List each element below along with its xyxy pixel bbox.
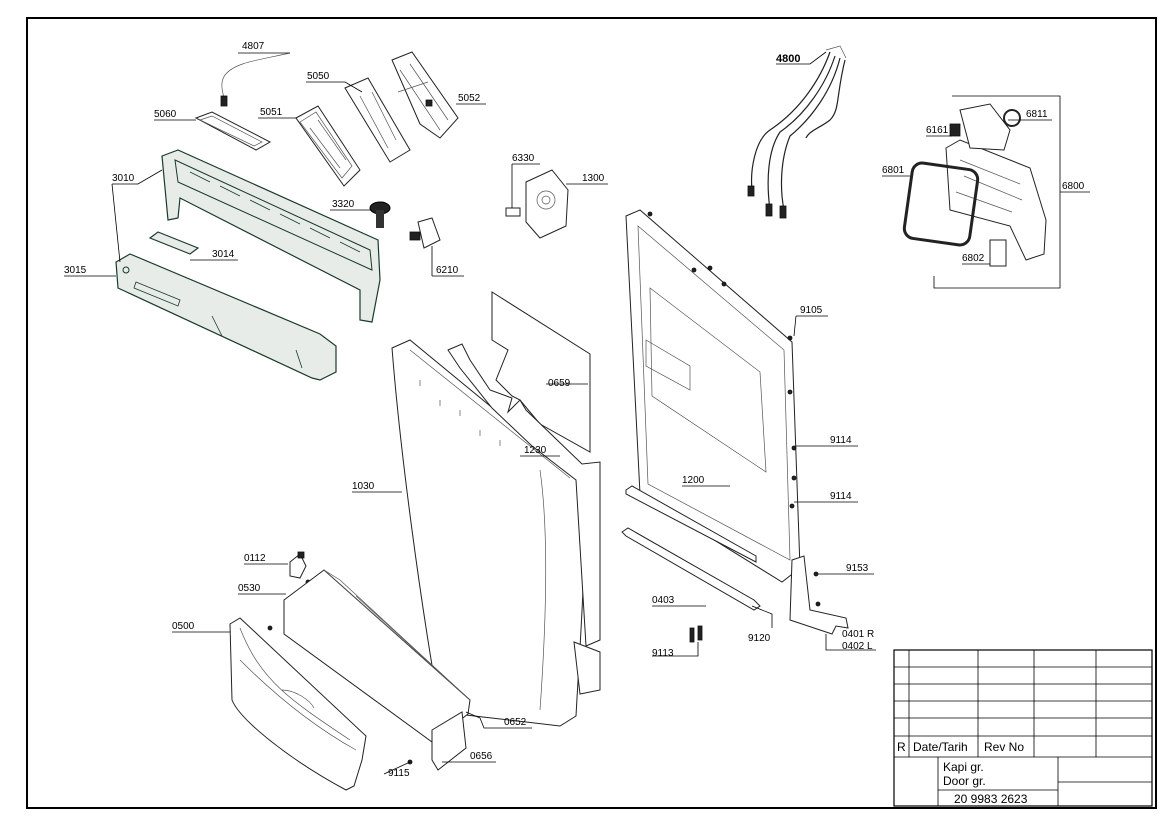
label-0530: 0530 — [238, 583, 261, 594]
label-3010: 3010 — [112, 173, 135, 184]
label-3320: 3320 — [332, 199, 355, 210]
screw-group — [267, 211, 821, 765]
leader-lines — [64, 51, 1090, 775]
title-date-label: Date/Tarih — [913, 740, 968, 754]
label-9114a: 9114 — [830, 435, 852, 446]
label-4807: 4807 — [242, 41, 265, 52]
label-6330: 6330 — [512, 153, 535, 164]
label-9153: 9153 — [846, 563, 869, 574]
part-5052-bracket — [391, 51, 459, 139]
part-5050-board — [344, 77, 411, 163]
part-1300-dispenser — [525, 169, 569, 239]
part-0403-seal — [621, 527, 761, 611]
title-name-en: Door gr. — [943, 774, 986, 788]
label-9114b: 9114 — [830, 491, 852, 502]
part-6800-detergent-unit — [902, 103, 1047, 267]
title-rev-label: Rev No — [984, 740, 1024, 754]
label-6161: 6161 — [926, 125, 949, 136]
label-9113: 9113 — [652, 648, 674, 659]
part-0530-box — [283, 569, 471, 771]
label-3014: 3014 — [212, 249, 235, 260]
part-5051-module — [295, 105, 361, 187]
part-9120-strip — [625, 485, 757, 563]
label-0500: 0500 — [172, 621, 195, 632]
part-3010-control-frame — [161, 149, 381, 323]
part-0652-strip — [355, 595, 471, 701]
label-1200: 1200 — [682, 475, 705, 486]
label-6801: 6801 — [882, 165, 905, 176]
label-0652: 0652 — [504, 717, 527, 728]
part-3320-knob — [369, 201, 391, 228]
label-1030: 1030 — [352, 481, 375, 492]
label-1300: 1300 — [582, 173, 605, 184]
label-1230: 1230 — [524, 445, 547, 456]
title-name-tr: Kapi gr. — [943, 760, 984, 774]
label-9105: 9105 — [800, 305, 823, 316]
label-4800: 4800 — [776, 53, 800, 65]
part-4800-harness — [747, 45, 847, 219]
label-6210: 6210 — [436, 265, 459, 276]
part-1200-inner-door — [625, 209, 801, 583]
label-0402: 0402 L — [842, 641, 873, 652]
part-0112-latch — [289, 551, 307, 579]
part-0401-hinge — [789, 555, 849, 635]
part-6210-switch — [409, 217, 441, 249]
label-0401: 0401 R — [842, 629, 874, 640]
label-9120: 9120 — [748, 633, 771, 644]
label-6811: 6811 — [1026, 109, 1048, 120]
title-r-label: R — [897, 740, 906, 754]
label-5052: 5052 — [458, 93, 481, 104]
label-0656: 0656 — [470, 751, 493, 762]
label-3015: 3015 — [64, 265, 87, 276]
label-6802: 6802 — [962, 253, 985, 264]
part-6330-clip — [505, 207, 521, 217]
label-6800: 6800 — [1062, 181, 1085, 192]
part-0500-kickplate — [229, 617, 367, 791]
label-5060: 5060 — [154, 109, 177, 120]
label-0403: 0403 — [652, 595, 675, 606]
part-3015-front-panel — [115, 253, 337, 381]
part-1230-insulation — [447, 343, 601, 695]
label-5050: 5050 — [307, 71, 330, 82]
part-0659-insulation — [491, 291, 591, 453]
label-9115: 9115 — [388, 768, 410, 779]
drawing-frame — [26, 17, 1157, 809]
part-labels: 4807 5050 5052 5060 5051 3010 3320 3014 … — [64, 41, 1085, 779]
label-0659: 0659 — [548, 378, 571, 389]
label-5051: 5051 — [260, 107, 283, 118]
title-drawing-no: 20 9983 2623 — [954, 792, 1028, 806]
label-0112: 0112 — [244, 553, 266, 564]
title-block: R Date/Tarih Rev No Kapi gr. Door gr. 20… — [893, 649, 1153, 807]
part-4807-wire — [220, 52, 291, 107]
bracket-6800 — [933, 95, 1061, 289]
part-5060-board — [194, 111, 272, 151]
part-3014-window — [148, 231, 200, 255]
